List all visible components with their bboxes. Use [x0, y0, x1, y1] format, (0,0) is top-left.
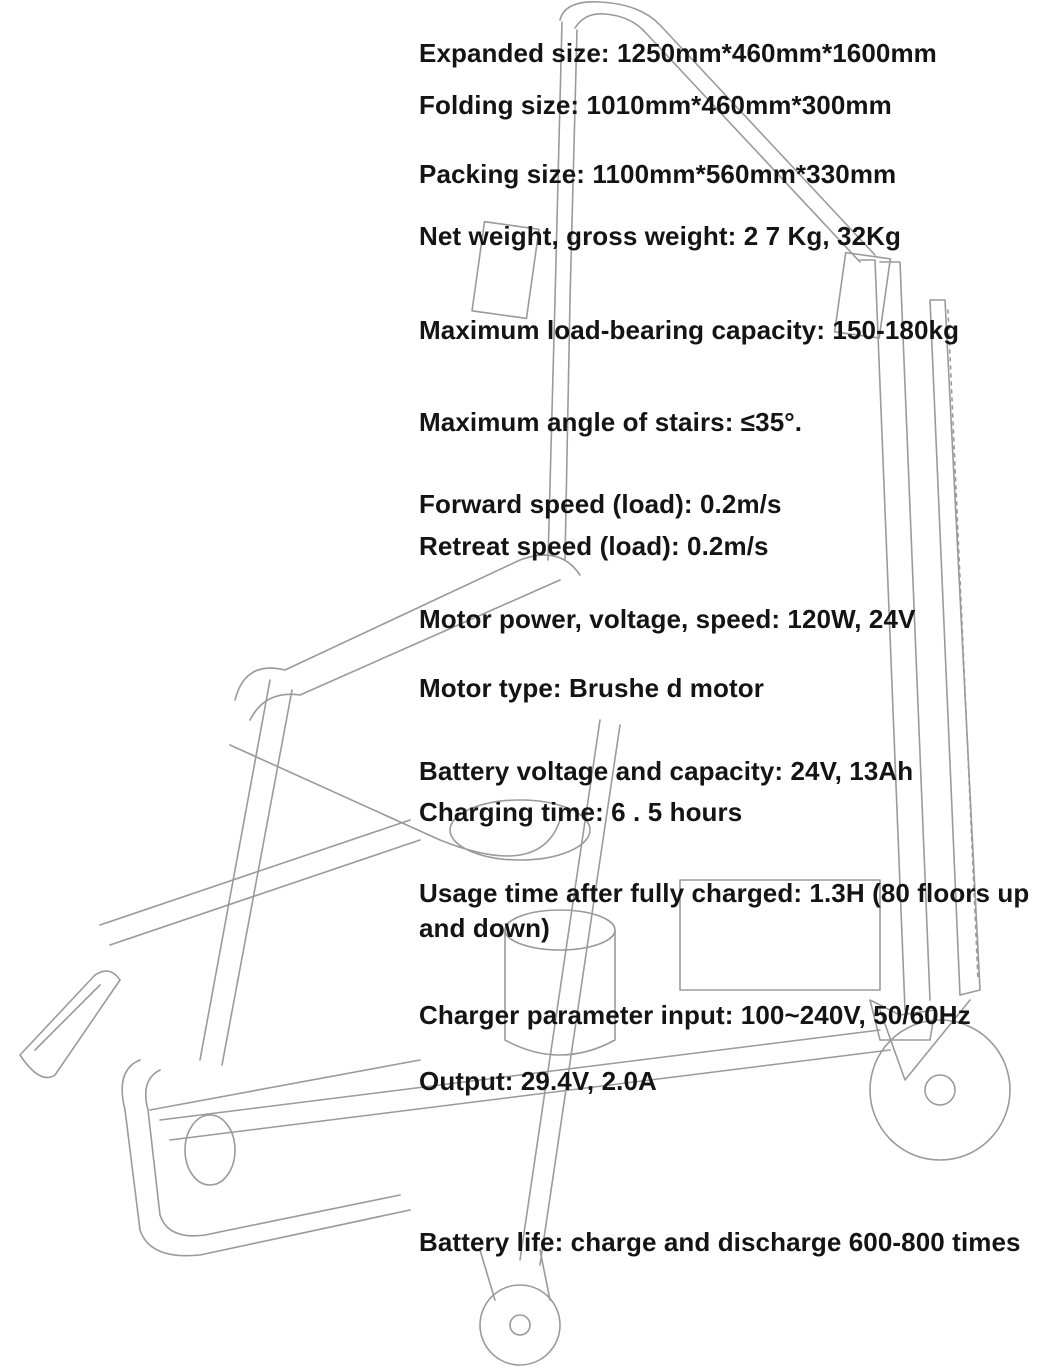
rear-wheel	[870, 1020, 1010, 1160]
front-strut-inner	[540, 725, 620, 1265]
spec-output: Output: 29.4V, 2.0A	[419, 1066, 657, 1096]
foot-bar-inner	[146, 1070, 400, 1236]
spec-motor-power: Motor power, voltage, speed: 120W, 24V	[419, 604, 916, 634]
base-rail-left	[100, 820, 410, 925]
base-rail-long-inner	[170, 1050, 890, 1140]
foot-cross-tube	[150, 1060, 420, 1110]
base-rail-long	[160, 1030, 880, 1120]
front-grip	[20, 971, 120, 1078]
motor-body	[505, 930, 615, 1055]
seat-frame-back	[250, 580, 560, 720]
spec-motor-type: Motor type: Brushe d motor	[419, 673, 764, 703]
lower-bracket	[870, 1000, 935, 1040]
motor-housing	[680, 880, 880, 990]
right-column-inner	[880, 262, 930, 1000]
left-bracket	[472, 222, 539, 319]
spec-charger-input: Charger parameter input: 100~240V, 50/60…	[419, 1000, 971, 1030]
rear-wheel-hub	[925, 1075, 955, 1105]
spec-max-stair-angle: Maximum angle of stairs: ≤35°.	[419, 407, 803, 437]
spec-packing-size: Packing size: 1100mm*560mm*330mm	[419, 159, 897, 189]
spec-max-load: Maximum load-bearing capacity: 150-180kg	[419, 315, 960, 345]
track-teeth	[948, 310, 978, 980]
backrest-left-rail-inner	[565, 30, 577, 560]
seat-cross-bar	[230, 745, 560, 856]
spec-expanded-size: Expanded size: 1250mm*460mm*1600mm	[419, 38, 937, 68]
backrest-frame	[560, 2, 875, 255]
foot-bar	[122, 1060, 410, 1256]
upper-bracket	[835, 253, 891, 338]
spec-charging-time: Charging time: 6 . 5 hours	[419, 797, 743, 827]
left-caster	[185, 1115, 235, 1185]
left-leg-inner	[222, 690, 292, 1065]
spec-battery-voltage: Battery voltage and capacity: 24V, 13Ah	[419, 756, 914, 786]
left-leg	[200, 680, 270, 1060]
spec-battery-life: Battery life: charge and discharge 600-8…	[419, 1227, 1021, 1257]
base-rail-left-inner	[110, 840, 420, 945]
seat-frame-front	[235, 555, 580, 700]
backrest-frame-inner	[575, 14, 860, 262]
rear-wheel-bracket	[880, 1000, 970, 1080]
track-belt	[930, 300, 980, 995]
front-strut	[520, 720, 600, 1260]
front-grip-inner	[35, 985, 100, 1050]
front-caster-hub	[510, 1315, 530, 1335]
spec-folding-size: Folding size: 1010mm*460mm*300mm	[419, 90, 892, 120]
spec-usage-time: Usage time after fully charged: 1.3H (80…	[419, 878, 1030, 943]
right-column	[860, 260, 905, 1010]
spec-forward-speed: Forward speed (load): 0.2m/s	[419, 489, 782, 519]
front-caster	[480, 1285, 560, 1365]
front-caster-fork	[480, 1250, 550, 1300]
spec-net-gross-weight: Net weight, gross weight: 2 7 Kg, 32Kg	[419, 221, 901, 251]
backrest-left-rail	[548, 22, 562, 560]
spec-retreat-speed: Retreat speed (load): 0.2m/s	[419, 531, 769, 561]
seat-cushion-ring	[450, 800, 590, 860]
stair-chair-illustration-icon	[0, 0, 1001, 1369]
